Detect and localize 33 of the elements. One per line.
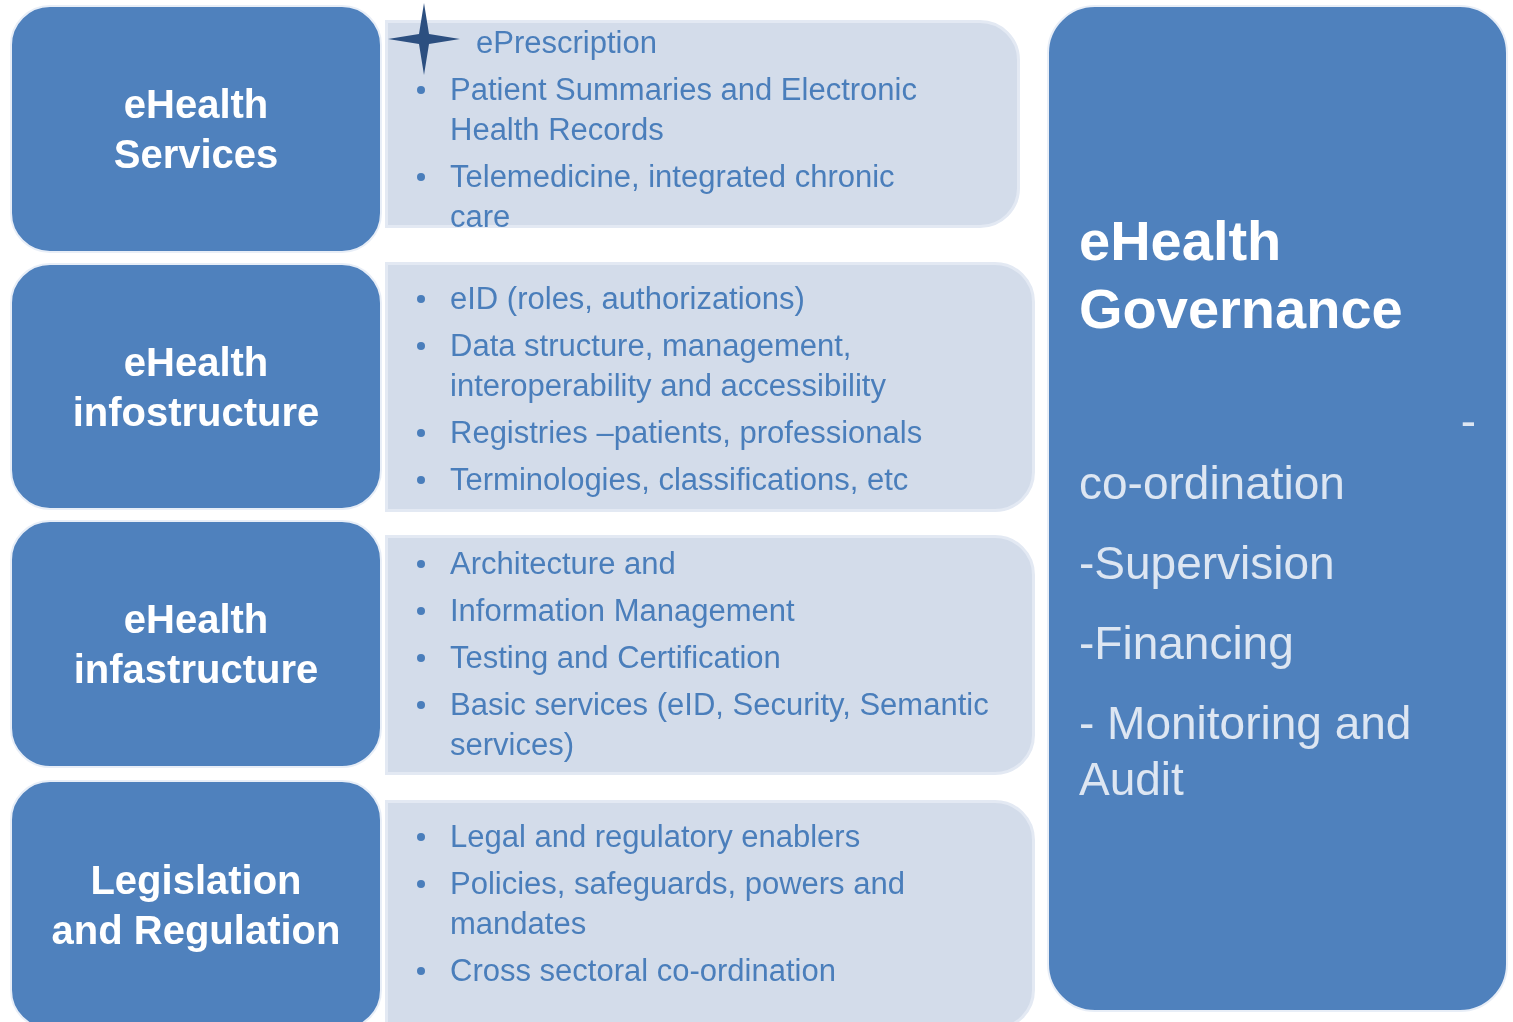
item-list-panel — [385, 535, 1035, 775]
bullet-item: Policies, safeguards, powers and mandates — [416, 864, 1012, 944]
bullet-item: ePrescription — [475, 24, 658, 62]
bullet-item: Testing and Certification — [416, 638, 1012, 678]
bullet-item: Basic services (eID, Security, Semantic services) — [416, 685, 1012, 765]
governance-item: -Financing — [1079, 616, 1295, 671]
bullet-item: Cross sectoral co-ordination — [416, 951, 1012, 991]
bullet-item: Registries –patients, professionals — [416, 413, 1012, 453]
bullet-item: Architecture and — [416, 544, 1012, 584]
governance-item: -Supervision — [1079, 536, 1336, 591]
bullet-item: Telemedicine, integrated chronic care — [416, 157, 957, 237]
bullet-item: Information Management — [416, 591, 1012, 631]
layer-box — [10, 5, 382, 253]
layer-box — [10, 520, 382, 768]
governance-panel — [1047, 5, 1508, 1012]
item-list-panel — [385, 262, 1035, 512]
layer-box — [10, 263, 382, 510]
bullet-item: Terminologies, classifications, etc — [416, 460, 1012, 500]
layer-title: eHealth Services — [112, 81, 280, 178]
bullet-item: Legal and regulatory enablers — [416, 817, 1012, 857]
layer-title: Legislation and Regulation — [51, 857, 341, 954]
governance-item: co-ordination — [1079, 456, 1346, 511]
governance-item: - Monitoring and Audit — [1079, 696, 1413, 807]
bullet-item: Patient Summaries and Electronic Health Records — [416, 70, 957, 150]
layer-title: eHealth infastructure — [72, 596, 320, 693]
bullet-item: Data structure, management, interoperability and accessibility — [416, 326, 1012, 406]
layer-box — [10, 780, 382, 1022]
item-list-panel — [385, 20, 1020, 228]
governance-item: - — [1459, 394, 1476, 449]
item-list-panel — [385, 800, 1035, 1022]
bullet-item: eID (roles, authorizations) — [416, 279, 1012, 319]
panel-title: eHealth Governance — [1079, 208, 1404, 342]
layer-title: eHealth infostructure — [71, 338, 321, 436]
